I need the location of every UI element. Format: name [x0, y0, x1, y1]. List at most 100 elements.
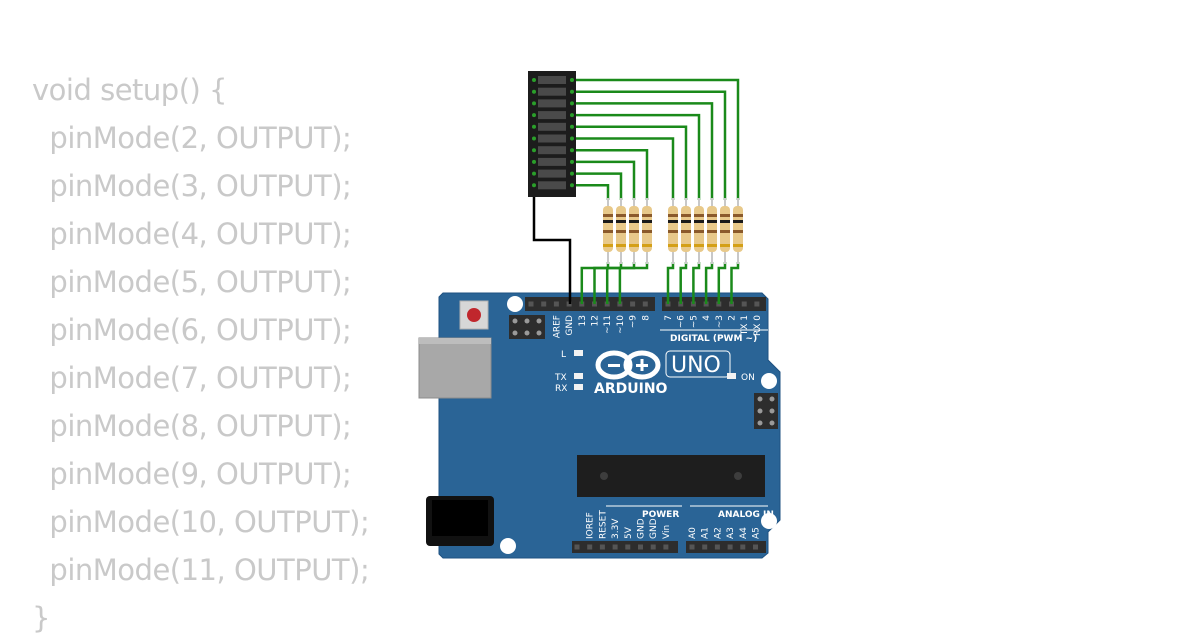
- anode-pin: [532, 136, 536, 141]
- resistor-band: [629, 220, 639, 223]
- resistor-band: [642, 220, 652, 223]
- header-pin: [754, 301, 760, 307]
- header-pin: [574, 544, 580, 550]
- cathode-pin: [570, 148, 574, 153]
- resistor-band: [694, 244, 704, 247]
- resistor-body: [720, 206, 730, 252]
- anode-pin: [532, 113, 536, 118]
- signal-wire: [704, 262, 714, 304]
- code-line: pinMode(10, OUTPUT);: [32, 505, 370, 539]
- cathode-pin: [570, 89, 574, 94]
- signal-wire: [572, 160, 636, 200]
- mounting-hole: [761, 513, 777, 529]
- signal-wire: [572, 172, 623, 200]
- signal-wire: [692, 262, 701, 304]
- resistor-band: [642, 214, 652, 217]
- resistor: [720, 198, 730, 264]
- analog-pin-label: A3: [726, 527, 736, 539]
- pin-label: 4: [702, 315, 712, 321]
- header-pin: [663, 544, 669, 550]
- pin-label: ~9: [629, 315, 639, 329]
- resistor-band: [603, 220, 613, 223]
- resistor-band: [720, 220, 730, 223]
- signal-wire: [572, 78, 740, 200]
- power-pin-label: IOREF: [586, 512, 596, 539]
- resistor-band: [681, 220, 691, 223]
- pin-label: ~6: [677, 315, 687, 329]
- resistor-band: [694, 220, 704, 223]
- resistor: [603, 198, 613, 264]
- resistor-band: [733, 244, 743, 247]
- analog-pin-label: A4: [739, 527, 749, 539]
- analog-pin-label: A1: [701, 527, 711, 539]
- resistor-band: [720, 244, 730, 247]
- resistor-band: [707, 244, 717, 247]
- icsp-header-2: [754, 393, 778, 429]
- pin-label: 12: [591, 315, 601, 326]
- code-line: pinMode(3, OUTPUT);: [32, 169, 352, 203]
- bar-segment: [538, 87, 566, 96]
- bar-segment: [538, 134, 566, 143]
- analog-pin-label: A5: [752, 527, 762, 539]
- pin-label: 2: [728, 315, 738, 321]
- bar-segment: [538, 99, 566, 108]
- header-pin: [642, 301, 648, 307]
- resistor-body: [707, 206, 717, 252]
- header-pin: [753, 544, 758, 550]
- resistor-body: [668, 206, 678, 252]
- resistor-body: [694, 206, 704, 252]
- led-bar-graph: [528, 71, 576, 197]
- resistor-band: [668, 220, 678, 223]
- resistor: [642, 198, 652, 264]
- resistor-body: [681, 206, 691, 252]
- resistor-body: [629, 206, 639, 252]
- pin-label: RX 0: [753, 315, 763, 336]
- header-pin: [528, 301, 534, 307]
- bar-segment: [538, 181, 566, 190]
- header-pin: [553, 301, 559, 307]
- led-l-label: L: [561, 350, 566, 360]
- ground-wire: [532, 196, 572, 304]
- resistor-band: [720, 214, 730, 217]
- led-tx: [574, 373, 583, 379]
- resistor-band: [629, 214, 639, 217]
- header-pin: [650, 544, 656, 550]
- signal-wire: [572, 184, 610, 200]
- wires: [532, 78, 740, 304]
- digital-header-label: DIGITAL (PWM ~): [670, 334, 757, 344]
- code-line: pinMode(5, OUTPUT);: [32, 265, 352, 299]
- resistors: [603, 198, 743, 264]
- pin-label: ~5: [689, 315, 699, 328]
- cathode-pin: [570, 136, 574, 141]
- header-pin: [689, 544, 695, 550]
- cathode-pin: [570, 183, 574, 188]
- power-pin-label: RESET: [598, 510, 608, 539]
- cathode-pin: [570, 78, 574, 82]
- code-line: pinMode(11, OUTPUT);: [32, 553, 370, 587]
- header-pin: [625, 544, 631, 550]
- code-line: }: [32, 601, 50, 635]
- cathode-pin: [570, 159, 574, 164]
- resistor-band: [681, 244, 691, 247]
- resistor-band: [733, 230, 743, 233]
- header-pin: [727, 544, 733, 550]
- header-pin: [587, 544, 593, 550]
- analog-pin-label: A2: [713, 527, 723, 539]
- header-pin: [714, 544, 720, 550]
- resistor: [694, 198, 704, 264]
- resistor-band: [694, 230, 704, 233]
- atmega-chip: [577, 455, 765, 497]
- resistor-body: [616, 206, 626, 252]
- signal-wire: [730, 262, 740, 304]
- signal-wire: [572, 148, 649, 200]
- resistor-band: [603, 244, 613, 247]
- resistor-band: [616, 244, 626, 247]
- resistor-band: [733, 214, 743, 217]
- resistor-body: [603, 206, 613, 252]
- pin-label: AREF: [552, 315, 562, 338]
- mounting-hole: [500, 538, 516, 554]
- resistor-band: [616, 230, 626, 233]
- resistor-band: [668, 244, 678, 247]
- pin-label: ~10: [616, 315, 626, 334]
- usb-connector: [418, 337, 492, 399]
